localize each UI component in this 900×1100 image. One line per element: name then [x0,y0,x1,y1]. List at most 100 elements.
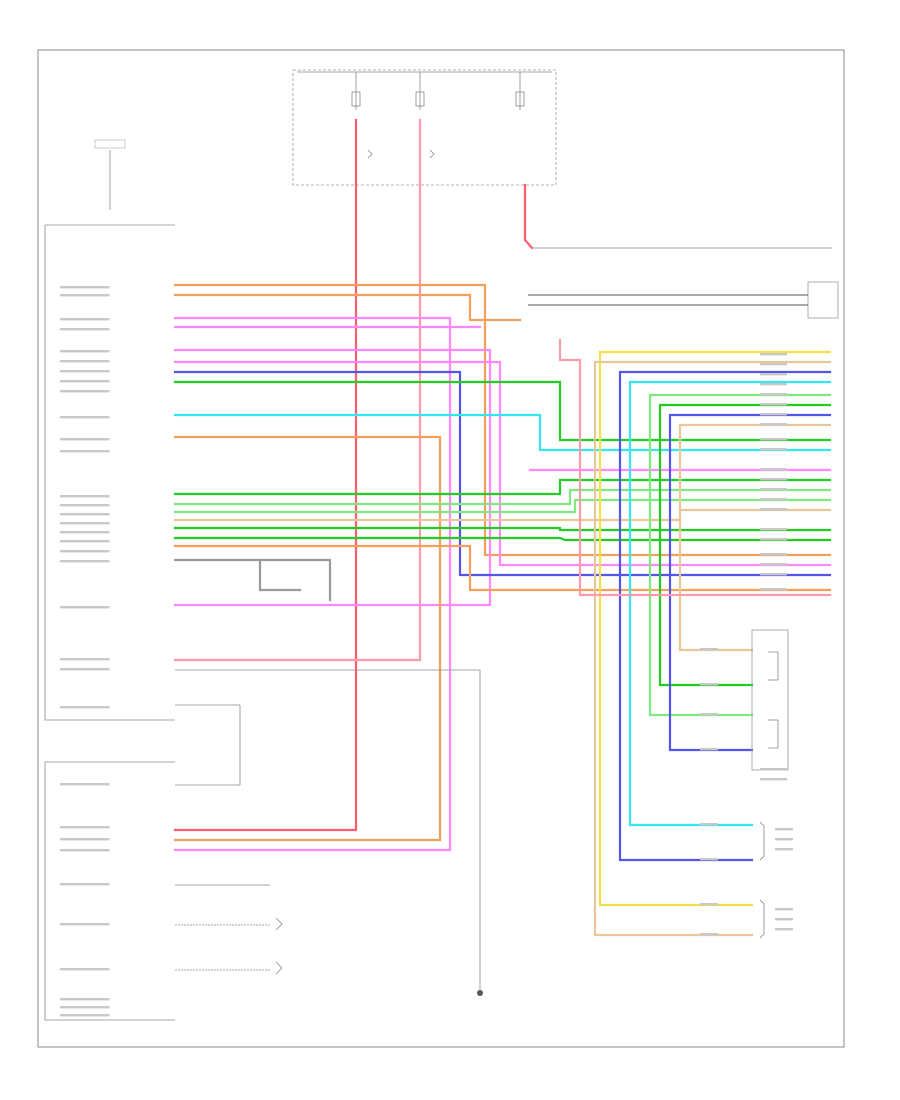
illegible-label [760,423,787,426]
wire-pink [173,360,832,567]
wire-yellow [598,350,832,907]
wire-lightgreen [173,498,832,514]
wire-green [173,536,832,542]
illegible-label [60,968,110,971]
wire-blue [618,370,832,862]
illegible-label [760,553,787,556]
illegible-label [760,588,787,591]
illegible-label [760,363,787,366]
wire-green [173,478,832,496]
wire-blue [668,413,832,752]
wire-tan [593,360,832,937]
illegible-label [60,883,110,886]
illegible-label [760,538,787,541]
wire-pink [173,316,452,852]
rear-speakers [751,629,789,939]
illegible-label [760,478,787,481]
radio-module [44,139,175,1021]
illegible-label [700,748,718,751]
illegible-label [60,1006,110,1009]
illegible-label [760,468,787,471]
wire-blue [173,370,832,577]
illegible-label [60,390,110,393]
illegible-label [760,498,787,501]
illegible-label [760,373,787,376]
illegible-label [60,849,110,852]
illegible-label [760,508,787,511]
illegible-label [760,528,787,531]
illegible-label [60,318,110,321]
illegible-label [775,828,793,831]
wire-orange [173,283,832,557]
switch-icon [275,917,283,931]
illegible-label [60,294,110,297]
wire-cyan [628,380,832,827]
fuse-icon [351,91,361,107]
wire-green [658,403,832,687]
wire-orange [173,435,442,842]
illegible-label [760,413,787,416]
illegible-label [700,903,718,906]
lower-switches [175,669,483,996]
illegible-label [60,550,110,553]
illegible-label [775,918,793,921]
right-connectors [528,247,839,319]
illegible-label [60,706,110,709]
wire-cyan [173,413,832,452]
wire-orange [173,544,832,592]
illegible-label [760,438,787,441]
illegible-label [60,540,110,543]
illegible-label [60,513,110,516]
fuse-box [292,69,557,186]
switch-icon [275,961,283,975]
illegible-label [700,683,718,686]
illegible-label [60,350,110,353]
illegible-label [60,560,110,563]
illegible-label [760,778,787,781]
illegible-label [60,450,110,453]
illegible-label [60,998,110,1001]
illegible-label [760,393,787,396]
illegible-label [760,768,787,771]
illegible-label [760,403,787,406]
illegible-label [775,908,793,911]
wire-green [173,526,832,532]
wire-tan [678,423,832,652]
door-speaker-icon [759,899,765,939]
illegible-label [60,838,110,841]
page-frame [37,49,845,1048]
fuse-box-outline [292,69,557,186]
illegible-label [775,928,793,931]
speaker-icon [768,719,779,749]
illegible-label [700,858,718,861]
illegible-label [760,448,787,451]
door-speaker-icon [759,821,765,861]
radio-outline [44,225,175,721]
fuse-icon [515,91,525,107]
illegible-label [60,658,110,661]
wire-salmon [173,118,422,662]
rear-speaker-box [751,629,789,771]
wire-gray [258,558,302,592]
illegible-label [60,504,110,507]
illegible-label [60,606,110,609]
wire-orange [173,293,522,322]
connector-icon [367,149,373,159]
illegible-label [60,360,110,363]
illegible-label [700,933,718,936]
connector-icon [429,149,435,159]
wire-lightgreen [173,488,832,506]
illegible-label [775,848,793,851]
illegible-label [60,826,110,829]
illegible-label [60,370,110,373]
speaker-icon [768,651,779,681]
wire-red [523,183,534,250]
fuse-icon [415,91,425,107]
illegible-label [760,488,787,491]
illegible-label [60,495,110,498]
wire-red [173,118,358,832]
illegible-label [60,328,110,331]
wire-green [173,380,832,442]
illegible-label [775,838,793,841]
